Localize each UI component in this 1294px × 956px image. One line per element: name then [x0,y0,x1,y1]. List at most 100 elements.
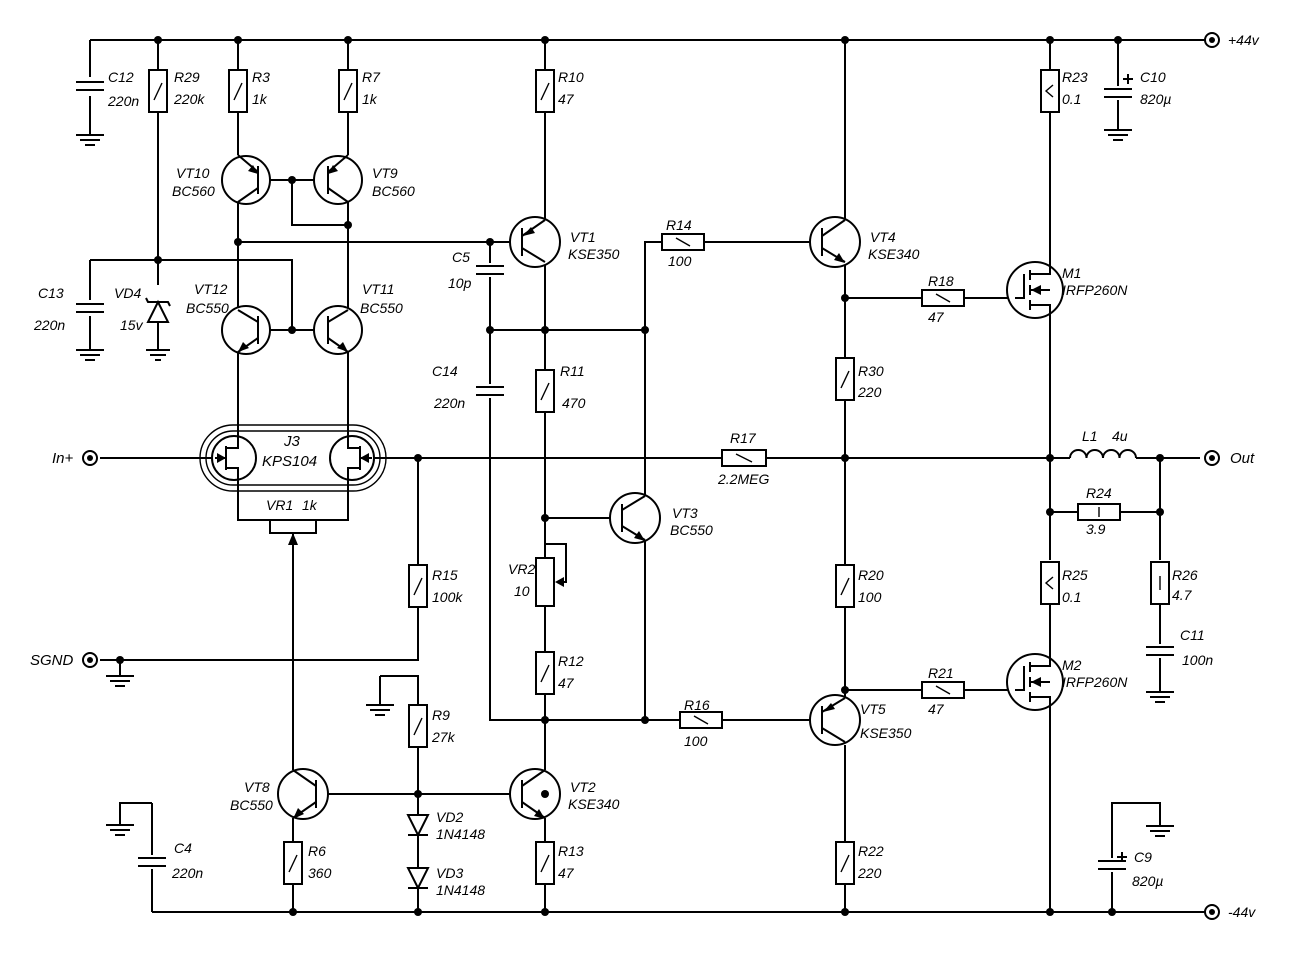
ref-m2: M2 [1062,657,1082,673]
label-pos-rail: +44v [1228,32,1260,48]
transistor-vt4 [809,216,861,268]
ref-c4: C4 [174,840,192,856]
capacitor-c11 [1146,646,1174,656]
resistor-r22 [835,841,855,885]
val-r13: 47 [558,865,575,881]
ref-r29: R29 [174,69,200,85]
ref-r9: R9 [432,707,450,723]
ref-c11: C11 [1180,627,1205,643]
val-vt2: KSE340 [568,796,620,812]
capacitor-c12 [76,81,104,91]
jfet-pair-j3 [199,424,387,492]
val-r9: 27k [431,729,456,745]
val-vd3: 1N4148 [436,882,485,898]
labels: +44v -44v Out In+ SGND C12 220n R29 220k… [30,32,1260,920]
ref-r7: R7 [362,69,381,85]
val-r16: 100 [684,733,708,749]
val-vt11: BC550 [360,300,403,316]
resistor-r26 [1150,561,1170,605]
ref-r16: R16 [684,697,710,713]
val-r3: 1k [252,91,268,107]
val-r20: 100 [858,589,882,605]
ref-vr1: VR1 [266,497,293,513]
ref-vt1: VT1 [570,229,596,245]
transistor-vt12 [221,305,271,355]
potentiometer-vr1 [269,519,317,660]
capacitor-c14 [476,386,504,396]
resistor-r30 [835,357,855,401]
val-r6: 360 [308,865,332,881]
val-vt5: KSE350 [860,725,912,741]
resistor-r14 [661,233,705,251]
capacitor-c5 [476,265,504,275]
ref-c9: C9 [1134,849,1152,865]
diodes [145,297,430,891]
mosfet-m2 [1006,653,1064,730]
val-r24: 3.9 [1086,521,1106,537]
diode-vd2 [406,814,430,838]
resistor-r23 [1040,69,1060,113]
resistor-r3 [228,69,248,113]
ref-m1: M1 [1062,265,1081,281]
val-vt1: KSE350 [568,246,620,262]
ref-vt11: VT11 [362,281,394,297]
ref-vt12: VT12 [194,281,228,297]
ref-r17: R17 [730,430,757,446]
transistor-vt1 [509,216,561,268]
ref-c5: C5 [452,249,470,265]
resistor-r29 [148,69,168,113]
val-c9: 820µ [1132,873,1163,889]
terminal-out [1204,450,1220,466]
capacitors [76,74,1174,870]
ref-r15: R15 [432,567,458,583]
val-r25: 0.1 [1062,589,1081,605]
inductor-l1 [1069,449,1137,459]
ref-r24: R24 [1086,485,1112,501]
terminal-pos-rail [1204,32,1220,48]
resistor-r13 [535,841,555,885]
resistor-r18 [921,289,965,307]
ref-vd2: VD2 [436,809,463,825]
resistor-r16 [679,711,723,729]
ref-j3: J3 [283,433,301,450]
ref-c13: C13 [38,285,64,301]
ref-r20: R20 [858,567,884,583]
capacitor-c13 [76,303,104,313]
transistor-vt3 [609,492,661,544]
val-r15: 100k [432,589,463,605]
val-vd2: 1N4148 [436,826,485,842]
ref-c14: C14 [432,363,458,379]
val-c11: 100n [1182,652,1213,668]
junctions [116,36,1164,916]
ref-c10: C10 [1140,69,1166,85]
transistors [199,154,1064,820]
mosfet-m1 [1006,261,1064,340]
val-vt9: BC560 [372,183,415,199]
potentiometer-vr2 [535,557,564,607]
transistor-vt2 [509,768,561,820]
ref-vt3: VT3 [672,505,698,521]
ref-r12: R12 [558,653,584,669]
ref-r10: R10 [558,69,584,85]
val-r14: 100 [668,253,692,269]
capacitor-c4 [138,857,166,867]
val-vt3: BC550 [670,522,713,538]
label-in: In+ [52,450,74,467]
label-neg-rail: -44v [1228,904,1256,920]
val-r23: 0.1 [1062,91,1081,107]
resistor-r24 [1077,503,1121,521]
ref-r3: R3 [252,69,270,85]
val-c4: 220n [171,865,203,881]
resistor-r12 [535,651,555,695]
val-c10: 820µ [1140,91,1171,107]
resistor-r21 [921,681,965,699]
transistor-vt11 [313,305,363,355]
terminal-in [82,450,98,466]
val-vr2: 10 [514,583,530,599]
ref-r22: R22 [858,843,884,859]
val-m1: IRFP260N [1062,282,1128,298]
resistor-r9 [408,704,428,748]
label-sgnd: SGND [30,652,74,669]
val-c5: 10p [448,275,472,291]
